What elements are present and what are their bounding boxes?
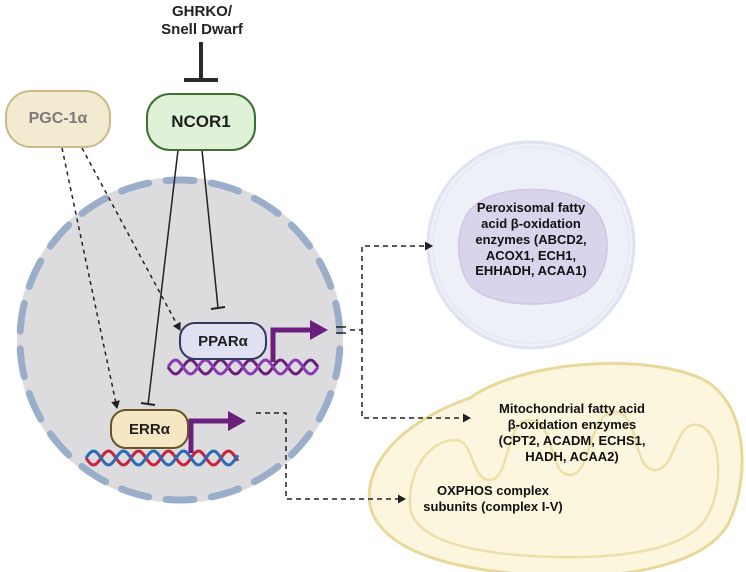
envelope-segment bbox=[287, 430, 314, 459]
ppara-node: PPARα bbox=[179, 322, 267, 360]
envelope-segment bbox=[46, 221, 73, 250]
ppara-label: PPARα bbox=[198, 332, 248, 350]
nuclear-envelope bbox=[16, 176, 344, 504]
mitochondrial-line-3: (CPT2, ACADM, ECHS1, bbox=[498, 432, 646, 448]
peroxisomal-line-2: acid β-oxidation bbox=[481, 215, 581, 231]
envelope-segment bbox=[287, 221, 314, 250]
peroxisomal-line-4: ACOX1, ECH1, bbox=[485, 247, 577, 263]
envelope-segment bbox=[162, 176, 198, 185]
ppara-dna bbox=[166, 358, 320, 376]
envelope-segment bbox=[118, 179, 153, 195]
output-arrows bbox=[256, 241, 471, 504]
envelope-segment bbox=[315, 257, 335, 291]
envelope-segment bbox=[332, 345, 344, 381]
envelope-segment bbox=[250, 463, 282, 486]
envelope-segment bbox=[207, 179, 242, 195]
envelope-segment bbox=[315, 389, 335, 423]
ncor1-label: NCOR1 bbox=[171, 112, 231, 131]
peroxisomal-line-1: Peroxisomal fatty bbox=[476, 200, 586, 215]
envelope-segment bbox=[16, 345, 28, 381]
peroxisome bbox=[426, 140, 636, 350]
envelope-segment bbox=[16, 299, 28, 335]
dna-strand bbox=[84, 449, 240, 467]
envelope-segment bbox=[207, 485, 242, 501]
ghrko-snell-dwarf-label: GHRKO/ Snell Dwarf bbox=[140, 3, 264, 40]
erra-label: ERRα bbox=[129, 420, 170, 438]
ghrko-label-line-2: Snell Dwarf bbox=[161, 21, 243, 39]
ncor1-node: NCOR1 bbox=[146, 93, 256, 151]
peroxisomal-enzymes-label: Peroxisomal fatty acid β-oxidation enzym… bbox=[446, 200, 616, 279]
mitochondrial-enzymes-label: Mitochondrial fatty acid β-oxidation enz… bbox=[472, 401, 672, 464]
envelope-segment bbox=[78, 194, 110, 217]
ghrko-label-line-1: GHRKO/ bbox=[172, 3, 232, 20]
oxphos-line-2: subunits (complex I-V) bbox=[423, 498, 563, 514]
erra-node: ERRα bbox=[110, 409, 189, 449]
envelope-segment bbox=[25, 257, 45, 291]
oxphos-label: OXPHOS complex subunits (complex I-V) bbox=[408, 483, 578, 515]
mitochondrial-line-2: β-oxidation enzymes bbox=[507, 416, 637, 432]
envelope-segment bbox=[118, 485, 153, 501]
dna-strand bbox=[84, 449, 240, 467]
pgc1a-label: PGC-1α bbox=[28, 110, 88, 127]
ghrko-inhibition bbox=[184, 42, 218, 82]
erra-dna bbox=[84, 449, 240, 467]
erra-transcription-arrow bbox=[188, 411, 246, 453]
ppara-transcription-arrow bbox=[270, 320, 328, 362]
envelope-segment bbox=[78, 463, 110, 486]
pgc1a-arrows bbox=[61, 147, 181, 409]
pgc1a-node: PGC-1α bbox=[5, 90, 111, 148]
ncor1-inhibitions bbox=[140, 149, 226, 406]
envelope-segment bbox=[46, 430, 73, 459]
envelope-segment bbox=[162, 495, 198, 504]
envelope-segment bbox=[332, 299, 344, 335]
envelope-segment bbox=[250, 194, 282, 217]
envelope-segment bbox=[25, 389, 45, 423]
mitochondrial-line-1: Mitochondrial fatty acid bbox=[499, 401, 645, 416]
mitochondrion bbox=[367, 361, 744, 572]
mitochondrial-line-4: HADH, ACAA2) bbox=[525, 448, 619, 464]
dna-strand bbox=[166, 358, 320, 376]
oxphos-line-1: OXPHOS complex bbox=[437, 483, 549, 498]
peroxisomal-line-3: enzymes (ABCD2, bbox=[475, 231, 587, 247]
peroxisomal-line-5: EHHADH, ACAA1) bbox=[475, 263, 587, 279]
